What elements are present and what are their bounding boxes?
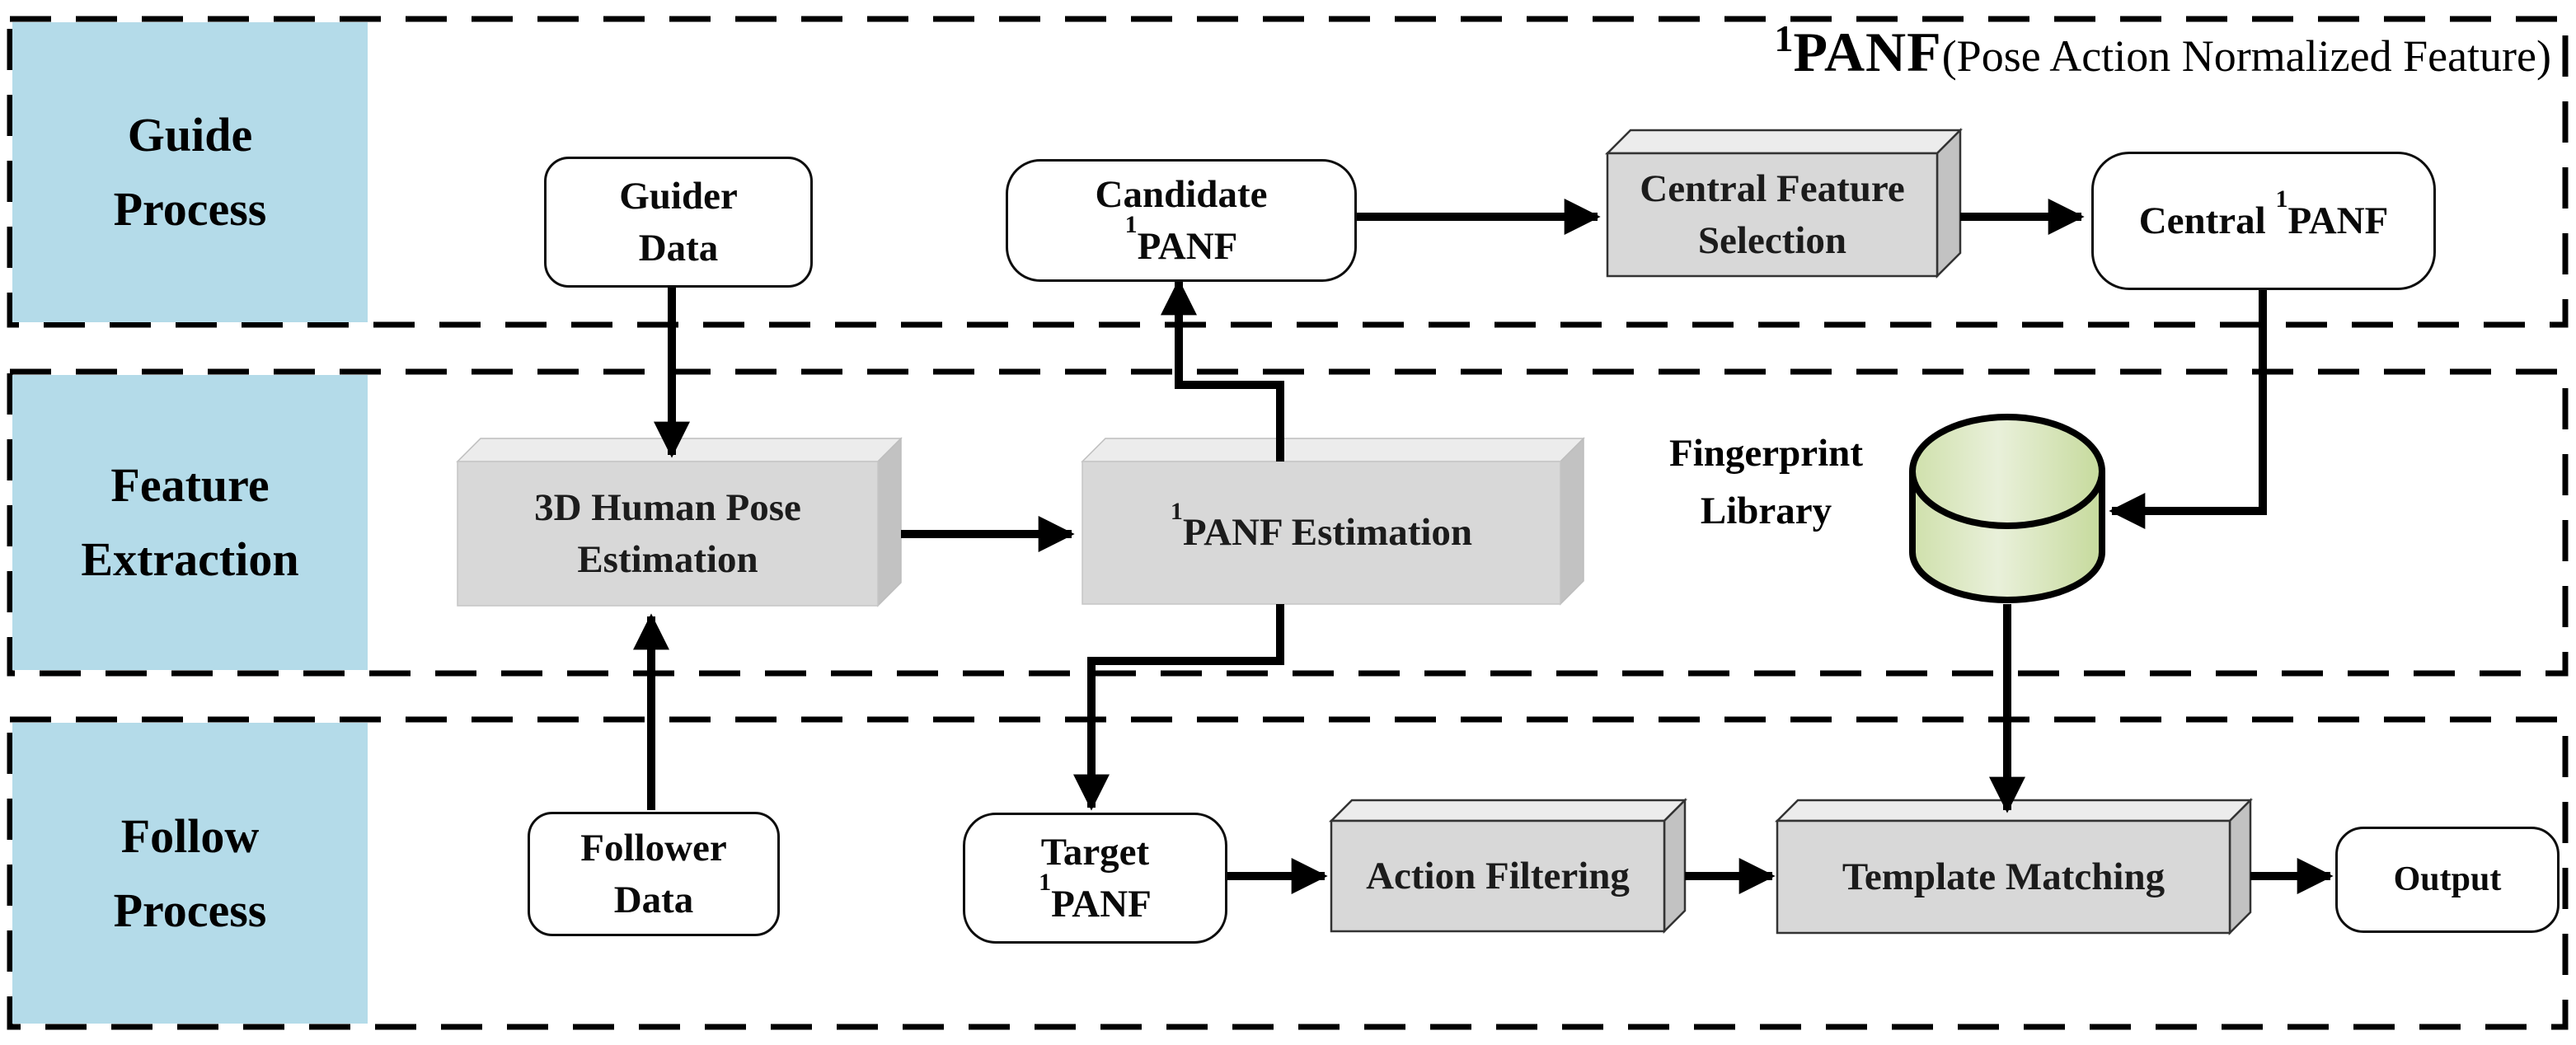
lane-label-line: Feature [110, 458, 270, 513]
lane-label-feature-extraction: Feature Extraction [12, 375, 368, 670]
arrow-panf-estimation-to-target-panf [1073, 604, 1284, 811]
node-label: Action Filtering [1366, 854, 1630, 897]
node-label: Target [1040, 831, 1150, 874]
node-candidate-panf: Candidate 1PANF [1006, 159, 1357, 282]
follow-process-lane-border [7, 716, 2569, 1030]
action-filtering-box [1328, 797, 1688, 935]
database-cylinder-icon [1909, 414, 2105, 603]
lane-label-guide-process: Guide Process [12, 22, 368, 322]
node-label: Guider [619, 175, 738, 218]
node-label: PANF [1051, 882, 1152, 926]
node-label: Library [1700, 490, 1832, 532]
template-matching-box [1774, 797, 2254, 936]
node-label: Follower [580, 827, 727, 870]
central-feature-selection-box [1604, 127, 1964, 279]
lane-label-line: Process [113, 182, 267, 236]
node-output: Output [2335, 827, 2560, 933]
node-panf-estimation-label: 1PANF Estimation [1082, 462, 1560, 604]
node-label: Data [613, 878, 694, 921]
node-follower-data: Follower Data [528, 812, 780, 936]
title-superscript: 1 [1774, 17, 1794, 59]
node-template-matching-label: Template Matching [1777, 821, 2230, 933]
node-label: PANF [1137, 224, 1238, 268]
node-label: Central [2138, 199, 2276, 242]
title-acronym: PANF [1793, 21, 1942, 83]
node-label: Fingerprint [1669, 431, 1863, 475]
node-label: 3D Human Pose [534, 486, 801, 530]
guide-process-lane-border [7, 16, 2569, 328]
lane-label-line: Follow [120, 808, 260, 863]
node-label: Selection [1697, 218, 1847, 262]
node-target-panf: Target 1PANF [963, 813, 1227, 944]
fingerprint-library-label: Fingerprint Library [1628, 424, 1904, 540]
lane-label-line: Process [113, 883, 267, 937]
node-label: Template Matching [1842, 855, 2165, 898]
node-label: PANF [2287, 199, 2389, 242]
node-central-panf: Central 1PANF [2091, 152, 2436, 290]
superscript: 1 [1039, 868, 1052, 896]
title-expansion: (Pose Action Normalized Feature) [1941, 31, 2551, 81]
node-label: Data [638, 226, 719, 269]
node-label: Candidate [1095, 173, 1268, 217]
panf-estimation-box [1081, 437, 1585, 606]
node-label: Central Feature [1640, 167, 1905, 211]
arrow-panf-estimation-to-candidate-panf [1161, 279, 1284, 462]
lane-label-line: Guide [127, 108, 253, 162]
node-action-filtering-label: Action Filtering [1331, 821, 1664, 931]
node-label: Output [2393, 860, 2502, 898]
node-guider-data: Guider Data [544, 157, 813, 288]
node-label: Estimation [577, 537, 758, 581]
node-central-feature-selection-label: Central Feature Selection [1607, 153, 1937, 276]
arrow-central-panf-to-fingerprint-library [2109, 285, 2267, 529]
node-label: PANF Estimation [1182, 511, 1473, 555]
superscript: 1 [2275, 185, 2288, 213]
superscript: 1 [1170, 497, 1183, 525]
lane-label-follow-process: Follow Process [12, 723, 368, 1024]
feature-extraction-lane-border [7, 368, 2569, 677]
superscript: 1 [1124, 210, 1138, 238]
lane-label-line: Extraction [81, 532, 299, 586]
node-pose-estimation-label: 3D Human Pose Estimation [457, 462, 878, 606]
